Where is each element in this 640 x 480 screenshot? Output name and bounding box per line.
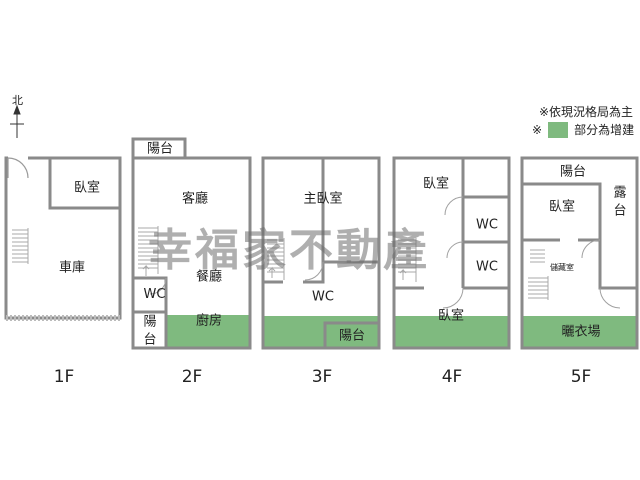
added-area-3f [263,316,379,348]
room-label-3f-balcony: 陽台 [338,328,366,344]
room-label-4f-wc-1: WC [476,217,498,233]
floor-label-1f: 1F [53,367,75,387]
door-swings [149,196,621,309]
room-label-2f-living: 客廳 [181,191,209,207]
added-area-4f [394,316,509,348]
added-area-2f-kitchen [166,315,250,348]
north-arrow [10,104,24,138]
stairs-2f [138,226,159,276]
legend-note: ※依現況格局為主 [538,105,633,119]
stairs-4f [398,238,417,282]
room-label-5f-bedroom: 臥室 [548,199,576,215]
stairs-1f [12,228,29,264]
room-label-2f-kitchen: 廚房 [195,313,223,329]
stairs-3f [267,238,285,280]
room-label-1f-bedroom: 臥室 [73,180,101,196]
legend-added-area: ※ 部分為增建 [532,121,634,138]
room-label-5f-balcony: 陽台 [559,164,587,180]
added-area-fills [166,315,637,348]
floor-label-2f: 2F [181,367,203,387]
legend-added-label: 部分為增建 [574,123,635,137]
floor-label-3f: 3F [311,367,333,387]
room-label-2f-dining: 餐廳 [195,269,223,285]
room-label-5f-storage: 儲藏室 [550,263,574,272]
floor-plan-5f [520,156,639,350]
stairs-5f [528,249,549,300]
watermark: 幸福家不動產 [148,225,430,276]
room-label-4f-wc-2: WC [476,259,498,275]
north-label: 北 [12,94,23,107]
room-label-2f-balcony-bottom: 陽台 [143,314,157,347]
added-area-5f [522,316,637,348]
room-label-5f-drying: 曬衣場 [561,324,601,340]
floor-label-4f: 4F [441,367,463,387]
room-label-3f-wc: WC [312,289,334,305]
room-label-2f-wc: WC [143,287,166,303]
room-label-2f-balcony-top: 陽台 [146,141,174,157]
room-label-3f-master-bedroom: 主臥室 [303,191,343,207]
room-label-4f-bedroom-bottom: 臥室 [437,308,465,324]
legend-mark: ※ [532,122,543,137]
room-label-1f-garage: 車庫 [58,260,86,276]
room-label-5f-terrace: 露台 [613,185,627,218]
room-label-4f-bedroom-top: 臥室 [422,176,450,192]
floor-plan-1f [4,156,122,321]
legend-swatch [548,121,569,138]
floor-label-5f: 5F [570,367,592,387]
